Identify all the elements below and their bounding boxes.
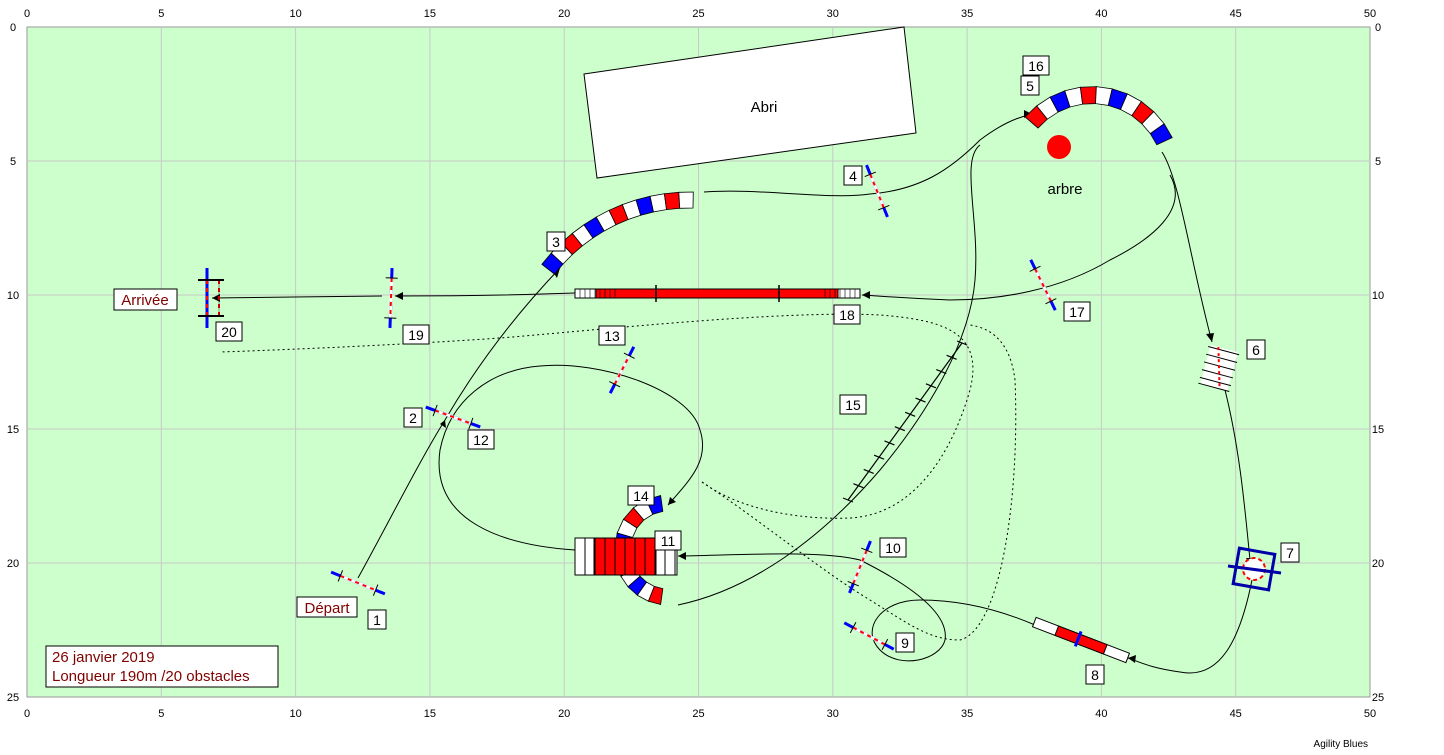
tick-label-left: 5 (10, 156, 16, 168)
tunnel-segment (1080, 87, 1096, 105)
svg-text:1: 1 (373, 612, 381, 628)
svg-text:11: 11 (661, 533, 676, 549)
obstacle-number-10: 10 (880, 538, 906, 557)
svg-text:16: 16 (1028, 58, 1044, 74)
tick-label-top: 10 (289, 8, 301, 20)
svg-text:18: 18 (839, 307, 855, 323)
tick-label-top: 30 (827, 8, 839, 20)
tick-label-bottom: 5 (158, 708, 164, 720)
tick-label-right: 20 (1372, 558, 1384, 570)
svg-text:14: 14 (633, 488, 649, 504)
obstacle-number-4: 4 (844, 166, 862, 185)
tick-label-bottom: 35 (961, 708, 973, 720)
tick-label-right: 0 (1375, 22, 1381, 34)
svg-text:19: 19 (408, 327, 424, 343)
tick-label-bottom: 40 (1095, 708, 1107, 720)
tick-label-top: 40 (1095, 8, 1107, 20)
start-label-box: Départ (297, 597, 357, 617)
tick-label-right: 5 (1375, 156, 1381, 168)
tick-label-bottom: 45 (1230, 708, 1242, 720)
footer-credit: Agility Blues (1314, 739, 1368, 750)
obstacle-number-5: 5 (1021, 76, 1039, 95)
svg-text:7: 7 (1286, 545, 1294, 561)
obstacle-number-12: 12 (468, 430, 494, 449)
tick-label-top: 50 (1364, 8, 1376, 20)
obstacle-number-20: 20 (216, 322, 242, 341)
svg-text:9: 9 (901, 635, 909, 651)
tick-label-right: 15 (1372, 424, 1384, 436)
finish-label: Arrivée (121, 292, 169, 309)
obstacle-number-2: 2 (404, 408, 422, 427)
svg-text:10: 10 (885, 540, 901, 556)
obstacle-number-13: 13 (599, 326, 625, 345)
tick-label-right: 10 (1372, 290, 1384, 302)
tick-label-left: 25 (7, 692, 19, 704)
tick-label-left: 10 (7, 290, 19, 302)
svg-text:8: 8 (1091, 667, 1099, 683)
tick-label-bottom: 20 (558, 708, 570, 720)
svg-text:17: 17 (1069, 304, 1085, 320)
svg-text:5: 5 (1026, 78, 1034, 94)
tick-label-top: 15 (424, 8, 436, 20)
obstacle-number-17: 17 (1064, 302, 1090, 321)
tick-label-top: 35 (961, 8, 973, 20)
obstacle-number-1: 1 (368, 610, 386, 629)
tick-label-left: 15 (7, 424, 19, 436)
start-label: Départ (304, 600, 350, 617)
obstacle-number-6: 6 (1247, 340, 1265, 359)
tick-label-bottom: 0 (24, 708, 30, 720)
svg-text:13: 13 (604, 328, 620, 344)
tick-label-bottom: 50 (1364, 708, 1376, 720)
tree-label: arbre (1047, 181, 1082, 198)
obstacle-number-19: 19 (403, 325, 429, 344)
tick-label-top: 0 (24, 8, 30, 20)
shelter-label: Abri (751, 99, 778, 116)
svg-text:3: 3 (552, 234, 560, 250)
svg-text:20: 20 (221, 324, 237, 340)
tick-label-right: 25 (1372, 692, 1384, 704)
obstacle-number-14: 14 (628, 486, 654, 505)
tunnel-segment (679, 192, 693, 208)
obstacle-number-11: 11 (655, 531, 681, 550)
obstacle-number-7: 7 (1281, 543, 1299, 562)
obstacle-number-18: 18 (834, 305, 860, 324)
course-date: 26 janvier 2019 (52, 649, 155, 666)
tunnel-segment (650, 194, 666, 212)
obstacle-number-9: 9 (896, 633, 914, 652)
svg-text:6: 6 (1252, 342, 1260, 358)
svg-text:2: 2 (409, 410, 417, 426)
tick-label-top: 5 (158, 8, 164, 20)
obstacle-number-16: 16 (1023, 56, 1049, 75)
svg-text:4: 4 (849, 168, 857, 184)
obstacle-number-15: 15 (840, 395, 866, 414)
tick-label-bottom: 30 (827, 708, 839, 720)
obstacle-number-8: 8 (1086, 665, 1104, 684)
course-length: Longueur 190m /20 obstacles (52, 668, 250, 685)
tick-label-bottom: 10 (289, 708, 301, 720)
tick-label-top: 25 (692, 8, 704, 20)
tunnel-segment (664, 192, 679, 209)
info-box: 26 janvier 2019 Longueur 190m /20 obstac… (46, 646, 278, 687)
tick-label-left: 0 (10, 22, 16, 34)
svg-text:15: 15 (845, 397, 861, 413)
tick-label-top: 20 (558, 8, 570, 20)
tick-label-bottom: 15 (424, 708, 436, 720)
tick-label-top: 45 (1230, 8, 1242, 20)
tick-label-left: 20 (7, 558, 19, 570)
svg-text:12: 12 (473, 432, 489, 448)
obstacle-number-3: 3 (547, 232, 565, 251)
tick-label-bottom: 25 (692, 708, 704, 720)
finish-label-box: Arrivée (114, 289, 177, 310)
